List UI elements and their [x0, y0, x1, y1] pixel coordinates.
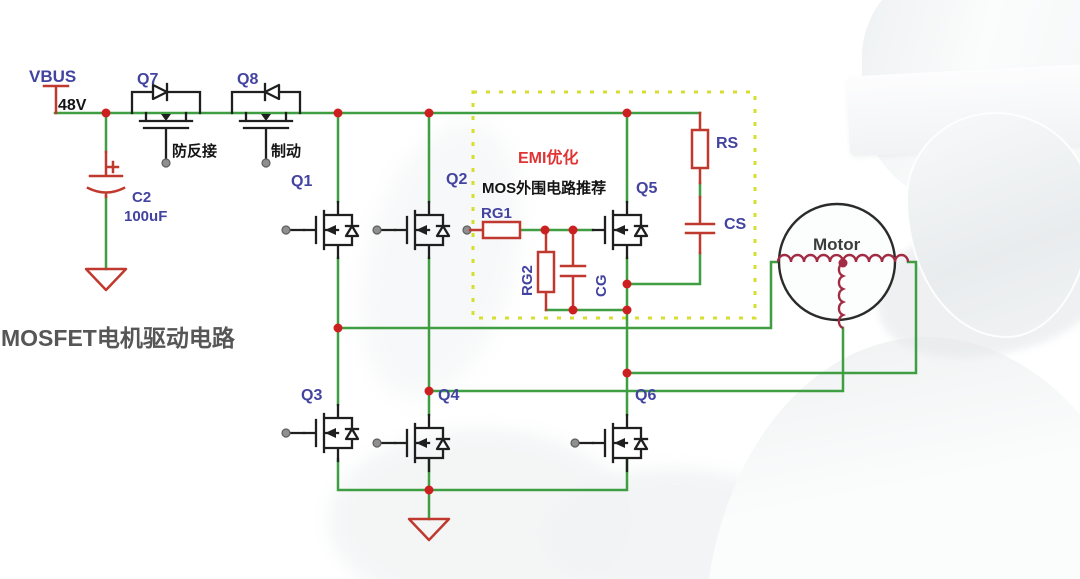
- c2-ref: C2: [132, 189, 151, 206]
- motor: [776, 202, 910, 330]
- q8-function-label: 制动: [271, 142, 301, 160]
- rg1-resistor: [468, 220, 522, 240]
- q2-ref: Q2: [446, 171, 467, 188]
- cg-ref: CG: [593, 275, 610, 298]
- vbus-power-flag: [42, 84, 70, 115]
- cs-capacitor: [684, 195, 716, 255]
- q8-gate-terminal: [261, 158, 271, 168]
- emi-box-title: EMI优化: [518, 148, 578, 167]
- q3-ref: Q3: [301, 387, 322, 404]
- q6-ref: Q6: [635, 387, 656, 404]
- q1-ref: Q1: [291, 173, 312, 190]
- q7-mosfet: [130, 82, 202, 168]
- q3-mosfet: [302, 403, 360, 463]
- emi-box-subtitle: MOS外围电路推荐: [482, 179, 606, 197]
- vbus-net-label: VBUS: [29, 67, 76, 86]
- page-title: MOSFET电机驱动电路: [1, 325, 236, 351]
- q7-ref: Q7: [137, 71, 158, 88]
- c2-value: 100uF: [124, 208, 167, 225]
- rg1-ref: RG1: [481, 205, 512, 222]
- plus-polarity-mark: [106, 160, 120, 174]
- q1-mosfet: [302, 200, 360, 260]
- q7-function-label: 防反接: [172, 142, 217, 160]
- cs-ref: CS: [724, 216, 747, 233]
- ground-symbol: [84, 267, 128, 292]
- emi-recommendation-box: [471, 90, 757, 320]
- q4-ref: Q4: [438, 387, 459, 404]
- q7-gate-terminal: [161, 158, 171, 168]
- rg2-resistor: [536, 228, 556, 312]
- q5-ref: Q5: [636, 180, 657, 197]
- q6-mosfet: [591, 413, 649, 473]
- q4-mosfet: [393, 413, 451, 473]
- q8-mosfet: [230, 82, 302, 168]
- junction-dots: [101, 108, 632, 495]
- motor-body: [777, 202, 897, 322]
- rs-resistor: [690, 111, 710, 185]
- gate-terminals: [281, 225, 595, 448]
- motor-winding-vertical: [837, 261, 847, 330]
- rg2-ref: RG2: [519, 265, 536, 296]
- rs-ref: RS: [716, 135, 739, 152]
- ground-symbol: [407, 517, 451, 542]
- circuit-wires: [53, 111, 918, 521]
- motor-label: Motor: [813, 235, 861, 254]
- q5-mosfet: [591, 200, 649, 260]
- q8-ref: Q8: [237, 71, 258, 88]
- motor-star-point: [838, 258, 848, 268]
- c2-capacitor: [86, 150, 126, 199]
- voltage-label: 48V: [58, 97, 87, 114]
- q2-mosfet: [393, 200, 451, 260]
- cg-capacitor: [559, 228, 587, 312]
